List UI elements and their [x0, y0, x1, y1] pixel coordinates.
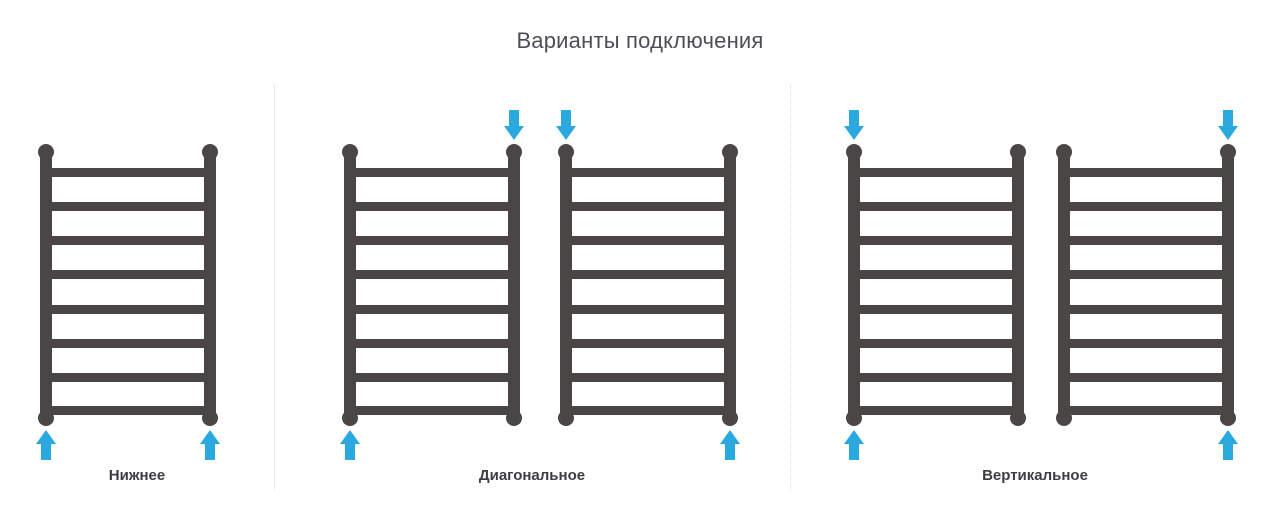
page-title: Варианты подключения: [516, 28, 764, 53]
arrow-bottom-right: [720, 430, 740, 460]
rung: [566, 168, 730, 177]
vertical-rail-left: [40, 148, 52, 422]
rung: [854, 236, 1018, 245]
rung: [350, 406, 514, 415]
arrow-top-left: [556, 110, 576, 140]
rung: [566, 406, 730, 415]
vertical-rail-right: [724, 148, 736, 422]
rung: [566, 236, 730, 245]
rung: [1064, 202, 1228, 211]
vertical-rail-left: [1058, 148, 1070, 422]
rung: [854, 270, 1018, 279]
vertical-rail-right: [1222, 148, 1234, 422]
rung: [350, 168, 514, 177]
connection-option-diagonal: Диагональное: [274, 0, 790, 522]
arrow-bottom-left: [844, 430, 864, 460]
rung: [350, 305, 514, 314]
arrow-bottom-right: [200, 430, 220, 460]
rung: [46, 305, 210, 314]
towel-rail-diagram-diagonal-2: [544, 110, 764, 460]
vertical-rail-left: [848, 148, 860, 422]
arrow-bottom-right: [1218, 430, 1238, 460]
arrow-top-right: [504, 110, 524, 140]
rung: [46, 373, 210, 382]
arrow-top-left: [844, 110, 864, 140]
rung: [854, 202, 1018, 211]
rung: [1064, 168, 1228, 177]
rung: [46, 270, 210, 279]
rung: [1064, 339, 1228, 348]
rung: [46, 339, 210, 348]
rung: [854, 339, 1018, 348]
rung: [566, 202, 730, 211]
rung: [1064, 305, 1228, 314]
rung: [1064, 236, 1228, 245]
towel-rail-diagram-vertical-2: [1042, 110, 1262, 460]
section-label-bottom: Нижнее: [108, 467, 166, 484]
vertical-rail-left: [344, 148, 356, 422]
section-label-diagonal: Диагональное: [478, 467, 586, 484]
rung: [350, 202, 514, 211]
towel-rail-diagram-bottom-1: [24, 128, 244, 460]
vertical-rail-right: [204, 148, 216, 422]
rung: [566, 305, 730, 314]
rung: [566, 270, 730, 279]
section-label-vertical: Вертикальное: [982, 467, 1088, 484]
connection-option-vertical: Вертикальное: [790, 0, 1280, 522]
rung: [566, 373, 730, 382]
arrow-top-right: [1218, 110, 1238, 140]
towel-rail-diagram-vertical-1: [832, 110, 1052, 460]
rail-body: [1056, 144, 1236, 426]
arrow-bottom-left: [340, 430, 360, 460]
rung: [854, 373, 1018, 382]
vertical-rail-right: [1012, 148, 1024, 422]
rail-body: [342, 144, 522, 426]
rail-body: [558, 144, 738, 426]
connection-option-bottom: Нижнее: [0, 0, 274, 522]
section-divider-2: [790, 85, 791, 490]
rung: [46, 406, 210, 415]
section-divider-1: [274, 85, 275, 490]
rung: [350, 373, 514, 382]
rung: [854, 406, 1018, 415]
vertical-rail-left: [560, 148, 572, 422]
vertical-rail-right: [508, 148, 520, 422]
rung: [854, 168, 1018, 177]
rung: [46, 168, 210, 177]
rung: [1064, 406, 1228, 415]
rung: [1064, 373, 1228, 382]
towel-rail-diagram-diagonal-1: [328, 110, 548, 460]
rung: [566, 339, 730, 348]
arrow-bottom-left: [36, 430, 56, 460]
rail-body: [846, 144, 1026, 426]
rail-body: [38, 144, 218, 426]
rung: [46, 202, 210, 211]
rung: [350, 270, 514, 279]
rung: [46, 236, 210, 245]
rung: [350, 236, 514, 245]
rung: [350, 339, 514, 348]
rung: [854, 305, 1018, 314]
rung: [1064, 270, 1228, 279]
